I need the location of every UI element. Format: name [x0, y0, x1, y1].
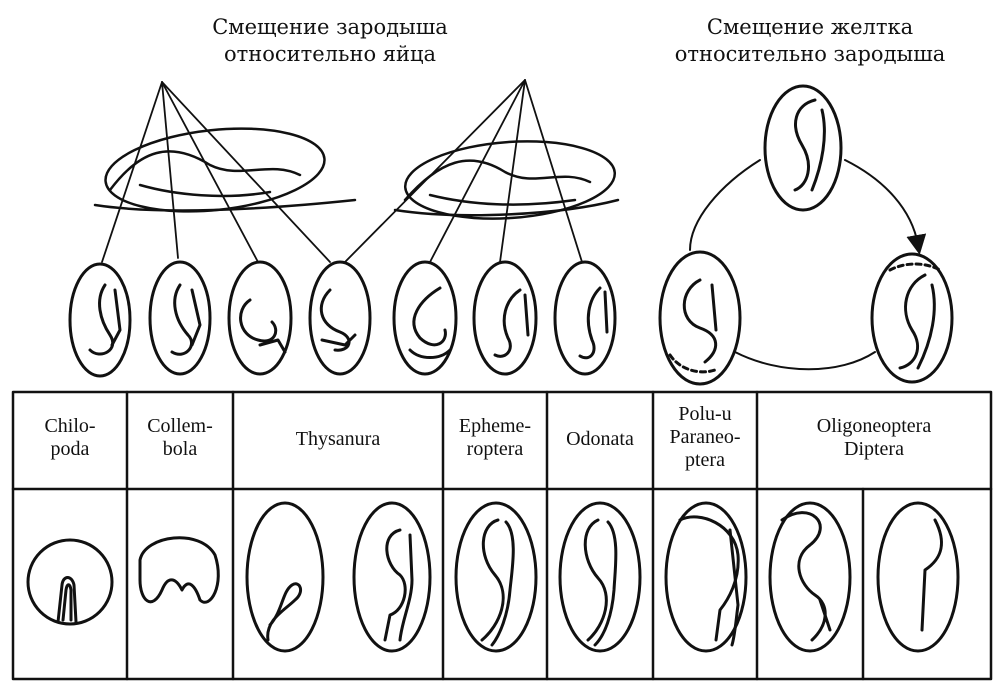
left-header-line-1: Смещение зародыша — [212, 15, 448, 39]
paraneoptera-label-line-1: Polu-u — [678, 403, 732, 425]
column-label-ephemeroptera: Epheme- roptera — [443, 415, 547, 461]
odonata-label-line-1: Odonata — [566, 428, 634, 450]
table-egg-thysanura-1 — [245, 501, 325, 653]
fan-lines-right — [344, 79, 583, 263]
column-label-chilopoda: Chilo- poda — [13, 415, 127, 461]
table-egg-odonata — [558, 501, 642, 653]
column-label-thysanura: Thysanura — [233, 428, 443, 451]
collembola-label-line-2: bola — [162, 438, 198, 460]
paraneoptera-label-line-3: ptera — [685, 449, 725, 471]
cycle-egg-top — [763, 84, 843, 212]
paraneoptera-label-line-2: Paraneo- — [669, 426, 741, 448]
row-egg-6 — [472, 260, 538, 376]
row-egg-2 — [148, 260, 212, 376]
table-egg-oligoneoptera-2 — [876, 501, 960, 653]
table-egg-chilopoda — [26, 538, 114, 626]
row-egg-3 — [227, 260, 293, 376]
ephemeroptera-label-line-2: roptera — [466, 438, 524, 460]
column-label-odonata: Odonata — [547, 428, 653, 451]
right-header-line-2: относительно зародыша — [674, 42, 946, 66]
fan-lines-left — [101, 81, 331, 263]
table-egg-thysanura-2 — [352, 501, 432, 653]
classification-table — [11, 390, 993, 681]
cycle-egg-right — [870, 252, 954, 384]
column-label-oligoneoptera: Oligoneoptera Diptera — [757, 415, 991, 461]
cycle-arc-left — [689, 159, 761, 251]
table-egg-paraneoptera — [664, 501, 748, 653]
cycle-arc-right — [844, 159, 927, 255]
row-egg-5 — [392, 260, 458, 376]
column-label-collembola: Collem- bola — [127, 415, 233, 461]
table-egg-collembola — [138, 536, 220, 604]
egg-row-left — [68, 260, 617, 378]
table-eggs — [26, 501, 960, 653]
column-label-paraneoptera: Polu-u Paraneo- ptera — [653, 403, 757, 472]
row-egg-4 — [308, 260, 372, 376]
larva-egg-left — [93, 127, 357, 213]
cycle-arc-bottom — [734, 351, 876, 371]
chilopoda-label-line-1: Chilo- — [44, 415, 96, 437]
oligoneoptera-label-line-2: Diptera — [844, 438, 904, 460]
left-header-line-2: относительно яйца — [223, 42, 437, 66]
left-header: Смещение зародыша относительно яйца — [170, 14, 490, 68]
right-header: Смещение желтка относительно зародыша — [640, 14, 980, 68]
thysanura-label-line-1: Thysanura — [295, 428, 381, 450]
yolk-cycle — [658, 84, 954, 386]
right-header-line-1: Смещение желтка — [706, 15, 914, 39]
chilopoda-label-line-2: poda — [50, 438, 90, 460]
row-egg-7 — [553, 260, 617, 376]
row-egg-1 — [68, 262, 132, 378]
cycle-egg-left — [658, 250, 742, 386]
table-egg-ephemeroptera — [454, 501, 538, 653]
ephemeroptera-label-line-1: Epheme- — [458, 415, 532, 437]
oligoneoptera-label-line-1: Oligoneoptera — [816, 415, 932, 437]
collembola-label-line-1: Collem- — [147, 415, 213, 437]
table-egg-oligoneoptera-1 — [768, 501, 852, 653]
